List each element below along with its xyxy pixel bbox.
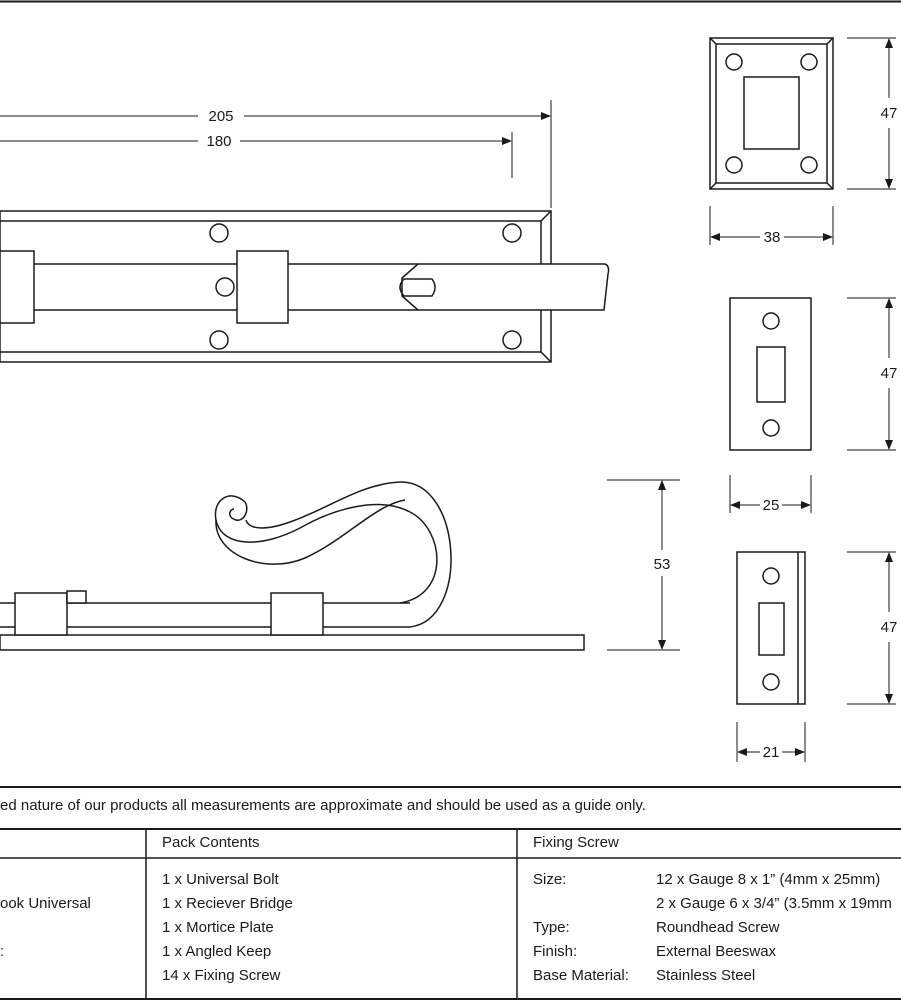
left-col-line2: :	[0, 943, 5, 960]
left-col-line1: ook Universal	[0, 895, 91, 912]
type-label: Type:	[533, 919, 570, 936]
label-mortice-width: 25	[763, 497, 780, 514]
label-bridge-width: 38	[764, 229, 781, 246]
angled-keep-view	[736, 551, 806, 705]
pack-item: 1 x Universal Bolt	[162, 871, 279, 888]
size-value: 2 x Gauge 6 x 3/4” (3.5mm x 19mm	[656, 895, 892, 912]
label-handle-height: 53	[654, 556, 671, 573]
label-mortice-height: 47	[881, 365, 898, 382]
label-overall-length: 205	[208, 108, 233, 125]
label-bridge-height: 47	[881, 105, 898, 122]
pack-item: 1 x Reciever Bridge	[162, 895, 293, 912]
finish-value: External Beeswax	[656, 943, 777, 960]
dimension-overall-length	[0, 100, 552, 208]
receiver-bridge-view	[709, 37, 834, 190]
fixing-screw-header: Fixing Screw	[533, 834, 619, 851]
mortice-plate-view	[729, 297, 812, 451]
label-keep-height: 47	[881, 619, 898, 636]
material-value: Stainless Steel	[656, 967, 756, 984]
label-keep-width: 21	[763, 744, 780, 761]
bolt-side-view	[0, 481, 585, 651]
pack-item: 14 x Fixing Screw	[162, 967, 281, 984]
label-plate-length: 180	[206, 133, 231, 150]
dimension-plate-length	[0, 132, 513, 178]
pack-item: 1 x Angled Keep	[162, 943, 272, 960]
size-label: Size:	[533, 871, 567, 888]
finish-label: Finish:	[533, 943, 578, 960]
pack-item: 1 x Mortice Plate	[162, 919, 274, 936]
material-label: Base Material:	[533, 967, 629, 984]
type-value: Roundhead Screw	[656, 919, 780, 936]
bolt-front-view	[0, 210, 610, 363]
measurement-note: ed nature of our products all measuremen…	[0, 797, 646, 814]
size-value: 12 x Gauge 8 x 1” (4mm x 25mm)	[656, 871, 881, 888]
pack-contents-header: Pack Contents	[162, 834, 260, 851]
